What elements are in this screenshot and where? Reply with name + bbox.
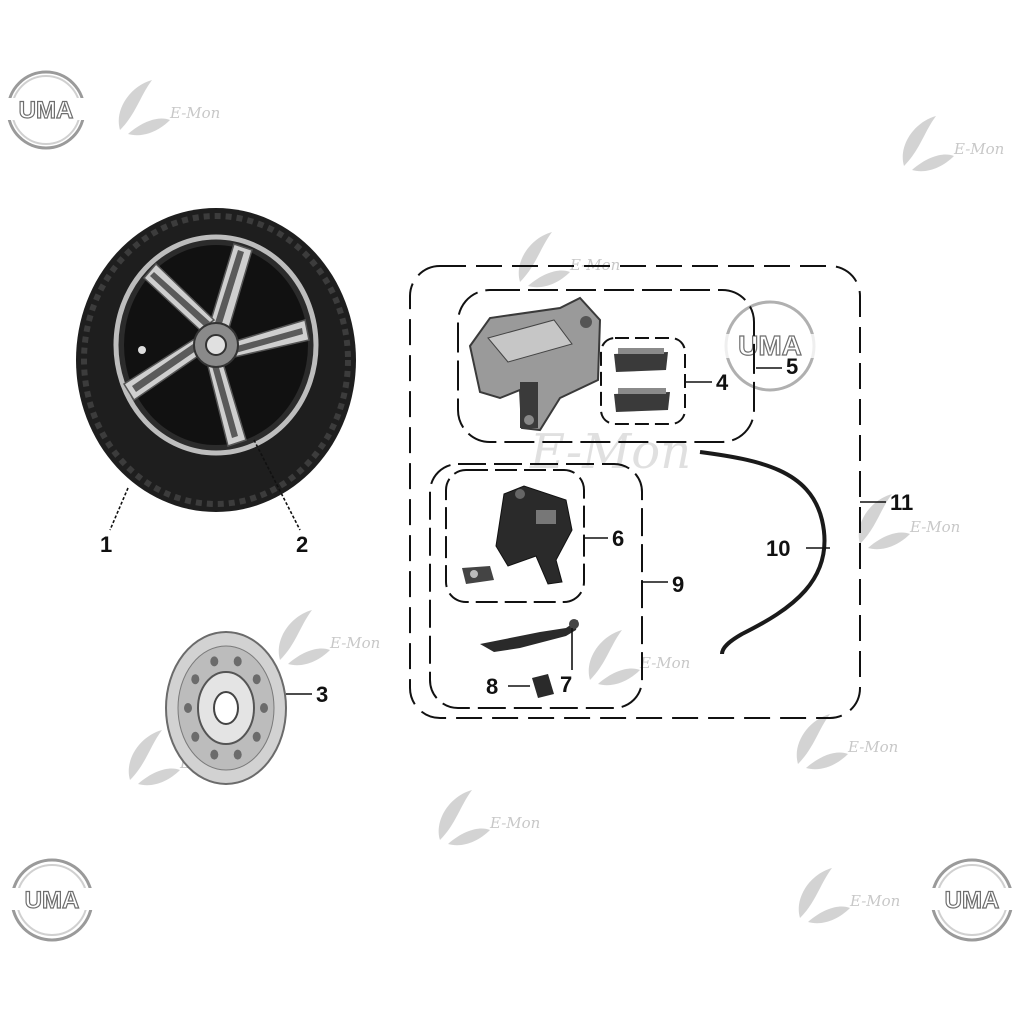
- watermark-text: E-Mon: [953, 140, 1004, 158]
- uma-logo-top-left: UMA: [6, 70, 86, 150]
- e-mon-watermark: E-Mon: [118, 80, 220, 136]
- disc-hole: [184, 703, 192, 713]
- e-mon-watermark: E-Mon: [518, 232, 620, 288]
- svg-text:UMA: UMA: [19, 97, 74, 124]
- uma-logo-bottom-right: UMA: [930, 858, 1014, 942]
- master-cylinder-box-6: [445, 469, 585, 603]
- disc-hole: [233, 749, 242, 760]
- callout-8: 8: [486, 674, 498, 699]
- caliper-group-box: [457, 289, 755, 443]
- disc-hole: [210, 749, 219, 760]
- callout-5: 5: [786, 354, 798, 379]
- watermark-text: E-Mon: [489, 814, 540, 832]
- master-cylinder-box-9: [429, 463, 643, 709]
- brake-lever-illustration: [480, 619, 579, 652]
- callout-7: 7: [560, 672, 572, 697]
- callout-6: 6: [612, 526, 624, 551]
- callout-1: 1: [100, 532, 112, 557]
- svg-text:UMA: UMA: [738, 330, 802, 361]
- watermark-text: E-Mon: [169, 104, 220, 122]
- watermark-text: E-Mon: [849, 892, 900, 910]
- uma-logo-middle: UMA: [722, 300, 818, 392]
- callouts: 1 2 3 4 5 6 7 8 9 10 11: [100, 354, 913, 707]
- callout-3: 3: [316, 682, 328, 707]
- callout-11: 11: [890, 490, 913, 515]
- front-wheel-illustration: [76, 208, 356, 512]
- callout-4: 4: [716, 370, 729, 395]
- disc-hole: [252, 731, 261, 742]
- e-mon-watermark: E-Mon: [902, 116, 1004, 172]
- e-mon-watermark: E-Mon: [438, 790, 540, 846]
- disc-hole: [233, 656, 242, 667]
- e-mon-watermark: E-Mon: [278, 610, 380, 666]
- brake-caliper-illustration: [468, 296, 602, 432]
- watermark-text: E-Mon: [329, 634, 380, 652]
- brake-pads-illustration: [614, 348, 670, 412]
- master-cylinder-illustration: [462, 485, 573, 585]
- leader-lines: [109, 367, 886, 695]
- watermark-text: E-Mon: [639, 654, 690, 672]
- disc-hole: [191, 674, 200, 685]
- brake-disc-illustration: [165, 631, 287, 785]
- callout-9: 9: [672, 572, 684, 597]
- assembly-box-11: [409, 265, 861, 719]
- e-mon-watermark: E-Mon: [798, 868, 900, 924]
- disc-hole: [260, 703, 268, 713]
- uma-logo-bottom-left: UMA: [10, 858, 94, 942]
- watermark-text: E-Mon: [909, 518, 960, 536]
- disc-hole: [252, 674, 261, 685]
- brake-hose-illustration: [699, 450, 827, 655]
- e-mon-watermark: E-Mon: [588, 630, 690, 686]
- disc-hole: [191, 731, 200, 742]
- watermark-text-large: E-Mon: [529, 424, 691, 480]
- switch-clip-illustration: [532, 674, 554, 698]
- svg-text:UMA: UMA: [945, 887, 1000, 914]
- callout-10: 10: [766, 536, 790, 561]
- e-mon-watermark: E-Mon: [796, 714, 898, 770]
- callout-2: 2: [296, 532, 308, 557]
- disc-hole: [210, 656, 219, 667]
- watermark-text: E-Mon: [847, 738, 898, 756]
- brake-pads-box: [600, 337, 686, 425]
- e-mon-watermark: E-Mon: [858, 494, 960, 550]
- svg-text:UMA: UMA: [25, 887, 80, 914]
